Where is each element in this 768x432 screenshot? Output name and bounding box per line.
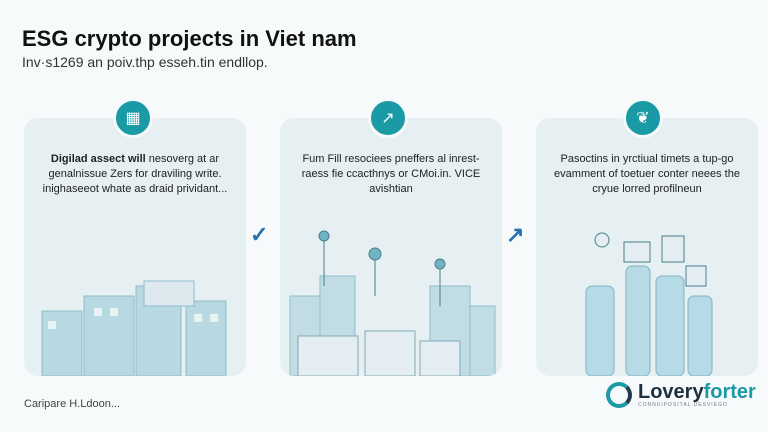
card-digital-assets: Digilad assect will nesoverg at ar genal… [24, 118, 246, 376]
card-text: Pasoctins in yrctiual timets a tup-go ev… [554, 153, 740, 195]
bottles-illustration [585, 232, 713, 376]
page-title: ESG crypto projects in Viet nam [22, 26, 357, 51]
footer-caption: Caripare H.Ldoon... [24, 398, 120, 410]
city-illustration [41, 280, 227, 376]
logo-name-a: Lovery [638, 381, 704, 403]
logo-tagline: CONNUIPOSITAL DESVIEGO [638, 402, 728, 408]
chart-icon: ↗ [368, 98, 408, 138]
brand-logo: Loveryforter CONNUIPOSITAL DESVIEGO [606, 382, 756, 408]
card-fund: Fum Fill resociees pneffers al inrest-ra… [280, 118, 502, 376]
arrow-icon: ✓ [250, 222, 269, 247]
page-subtitle: Inv·s1269 an poiv.thp esseh.tin endllop. [22, 54, 268, 70]
logo-name-b: forter [703, 381, 756, 403]
arrow-icon: ↗ [506, 222, 525, 247]
logo-mark-icon [606, 382, 632, 408]
building-icon: ▦ [113, 98, 153, 138]
card-positions: Pasoctins in yrctiual timets a tup-go ev… [536, 118, 758, 376]
card-bold-text: Digilad assect will [50, 153, 146, 165]
leaf-icon: ❦ [623, 98, 663, 138]
city-illustration [289, 230, 496, 376]
card-text: Fum Fill resociees pneffers al inrest-ra… [301, 153, 481, 195]
card-text: nesoverg at ar genalnissue Zers for drav… [42, 153, 228, 195]
